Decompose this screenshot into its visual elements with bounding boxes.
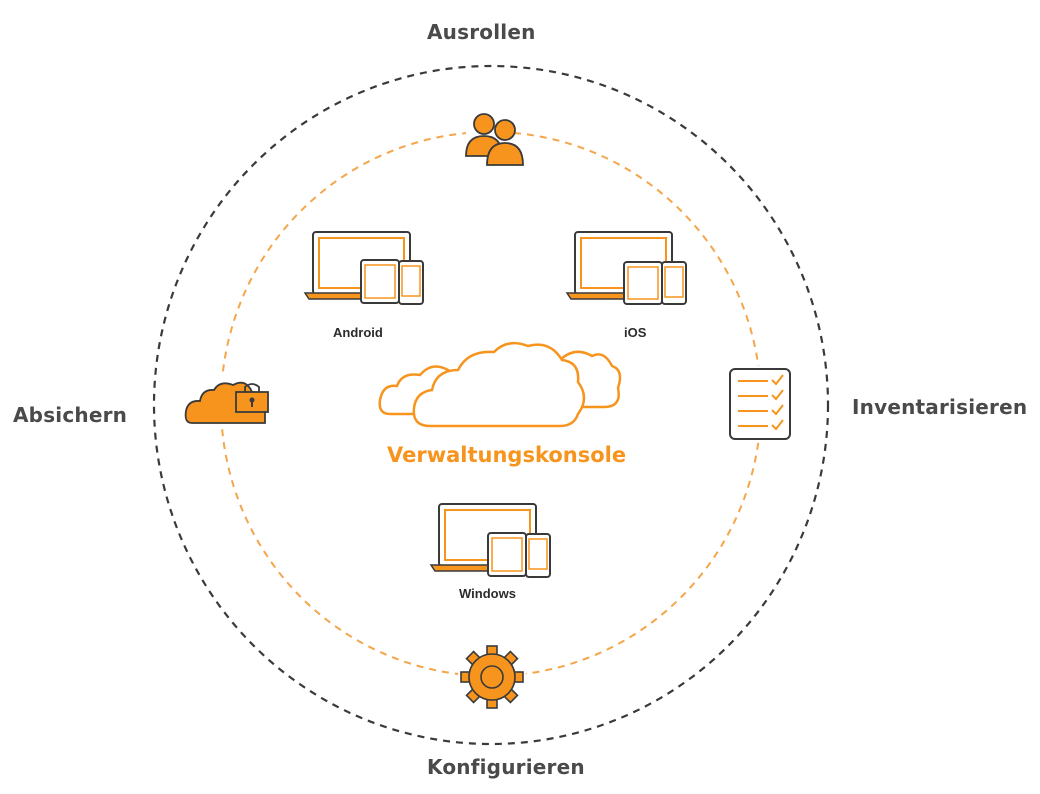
phase-label-konfigurieren: Konfigurieren	[427, 755, 585, 779]
center-title: Verwaltungskonsole	[387, 443, 627, 467]
outer-ring	[152, 64, 830, 746]
devices-icon-ios	[565, 231, 687, 305]
checklist-icon	[726, 366, 794, 442]
devices-icon-android	[303, 231, 424, 305]
users-icon	[465, 113, 524, 166]
cloud-icon	[378, 341, 622, 428]
cloud-lock-icon	[184, 375, 269, 427]
platform-label-ios: iOS	[624, 325, 647, 340]
gear-icon	[458, 643, 526, 711]
devices-icon-windows	[429, 503, 551, 578]
phase-label-absichern: Absichern	[13, 403, 128, 427]
platform-label-android: Android	[333, 325, 383, 340]
phase-label-inventarisieren: Inventarisieren	[852, 395, 1028, 419]
platform-label-windows: Windows	[459, 586, 516, 601]
phase-label-ausrollen: Ausrollen	[427, 20, 536, 44]
